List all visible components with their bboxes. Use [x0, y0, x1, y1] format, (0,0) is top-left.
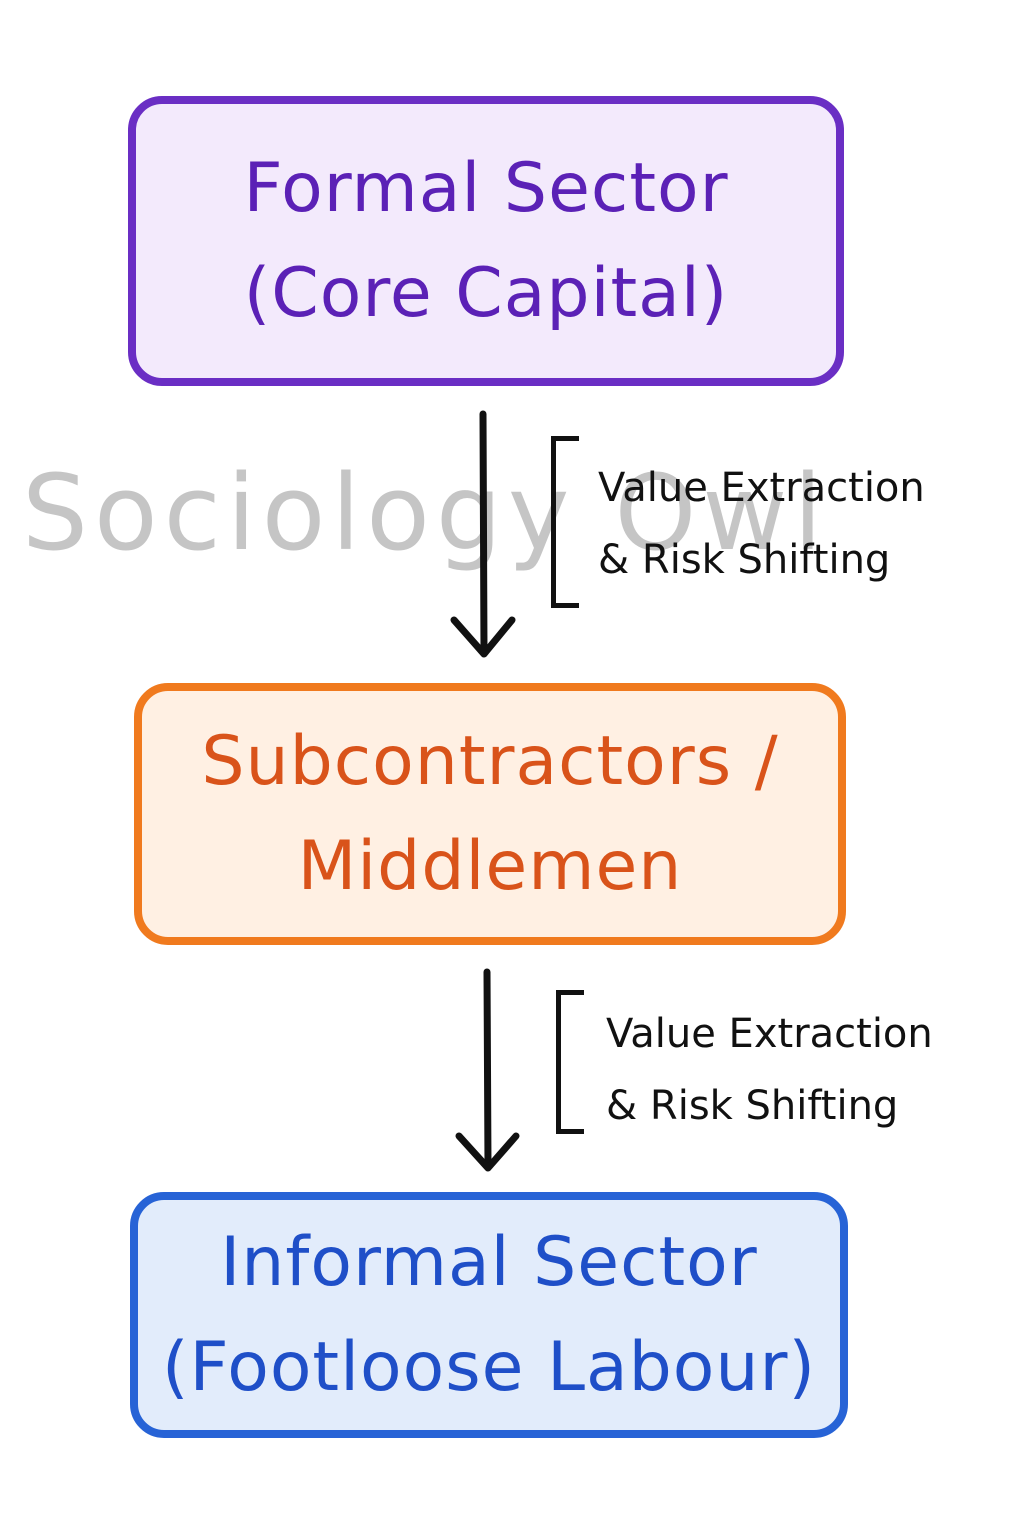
- flow-label-2-line2: & Risk Shifting: [606, 1083, 899, 1129]
- flow-label-2-line1: Value Extraction: [606, 1011, 933, 1057]
- middlemen-box: Subcontractors / Middlemen: [134, 683, 846, 945]
- formal-sector-box: Formal Sector (Core Capital): [128, 96, 844, 386]
- informal-sector-subtitle: (Footloose Labour): [162, 1328, 816, 1407]
- down-arrow-1: [450, 410, 516, 658]
- down-arrow-2: [455, 968, 520, 1172]
- flow-label-1-line1: Value Extraction: [598, 465, 925, 511]
- flow-label-2: Value Extraction & Risk Shifting: [606, 998, 933, 1142]
- flow-label-1: Value Extraction & Risk Shifting: [598, 452, 925, 596]
- flow-bracket-1: [551, 436, 579, 608]
- informal-sector-title: Informal Sector: [220, 1222, 758, 1302]
- flow-label-1-line2: & Risk Shifting: [598, 537, 891, 583]
- flow-bracket-2: [556, 990, 584, 1134]
- formal-sector-title: Formal Sector: [243, 148, 729, 228]
- middlemen-title: Subcontractors /: [201, 721, 779, 801]
- middlemen-subtitle: Middlemen: [297, 827, 683, 906]
- informal-sector-box: Informal Sector (Footloose Labour): [130, 1192, 848, 1438]
- formal-sector-subtitle: (Core Capital): [243, 254, 729, 333]
